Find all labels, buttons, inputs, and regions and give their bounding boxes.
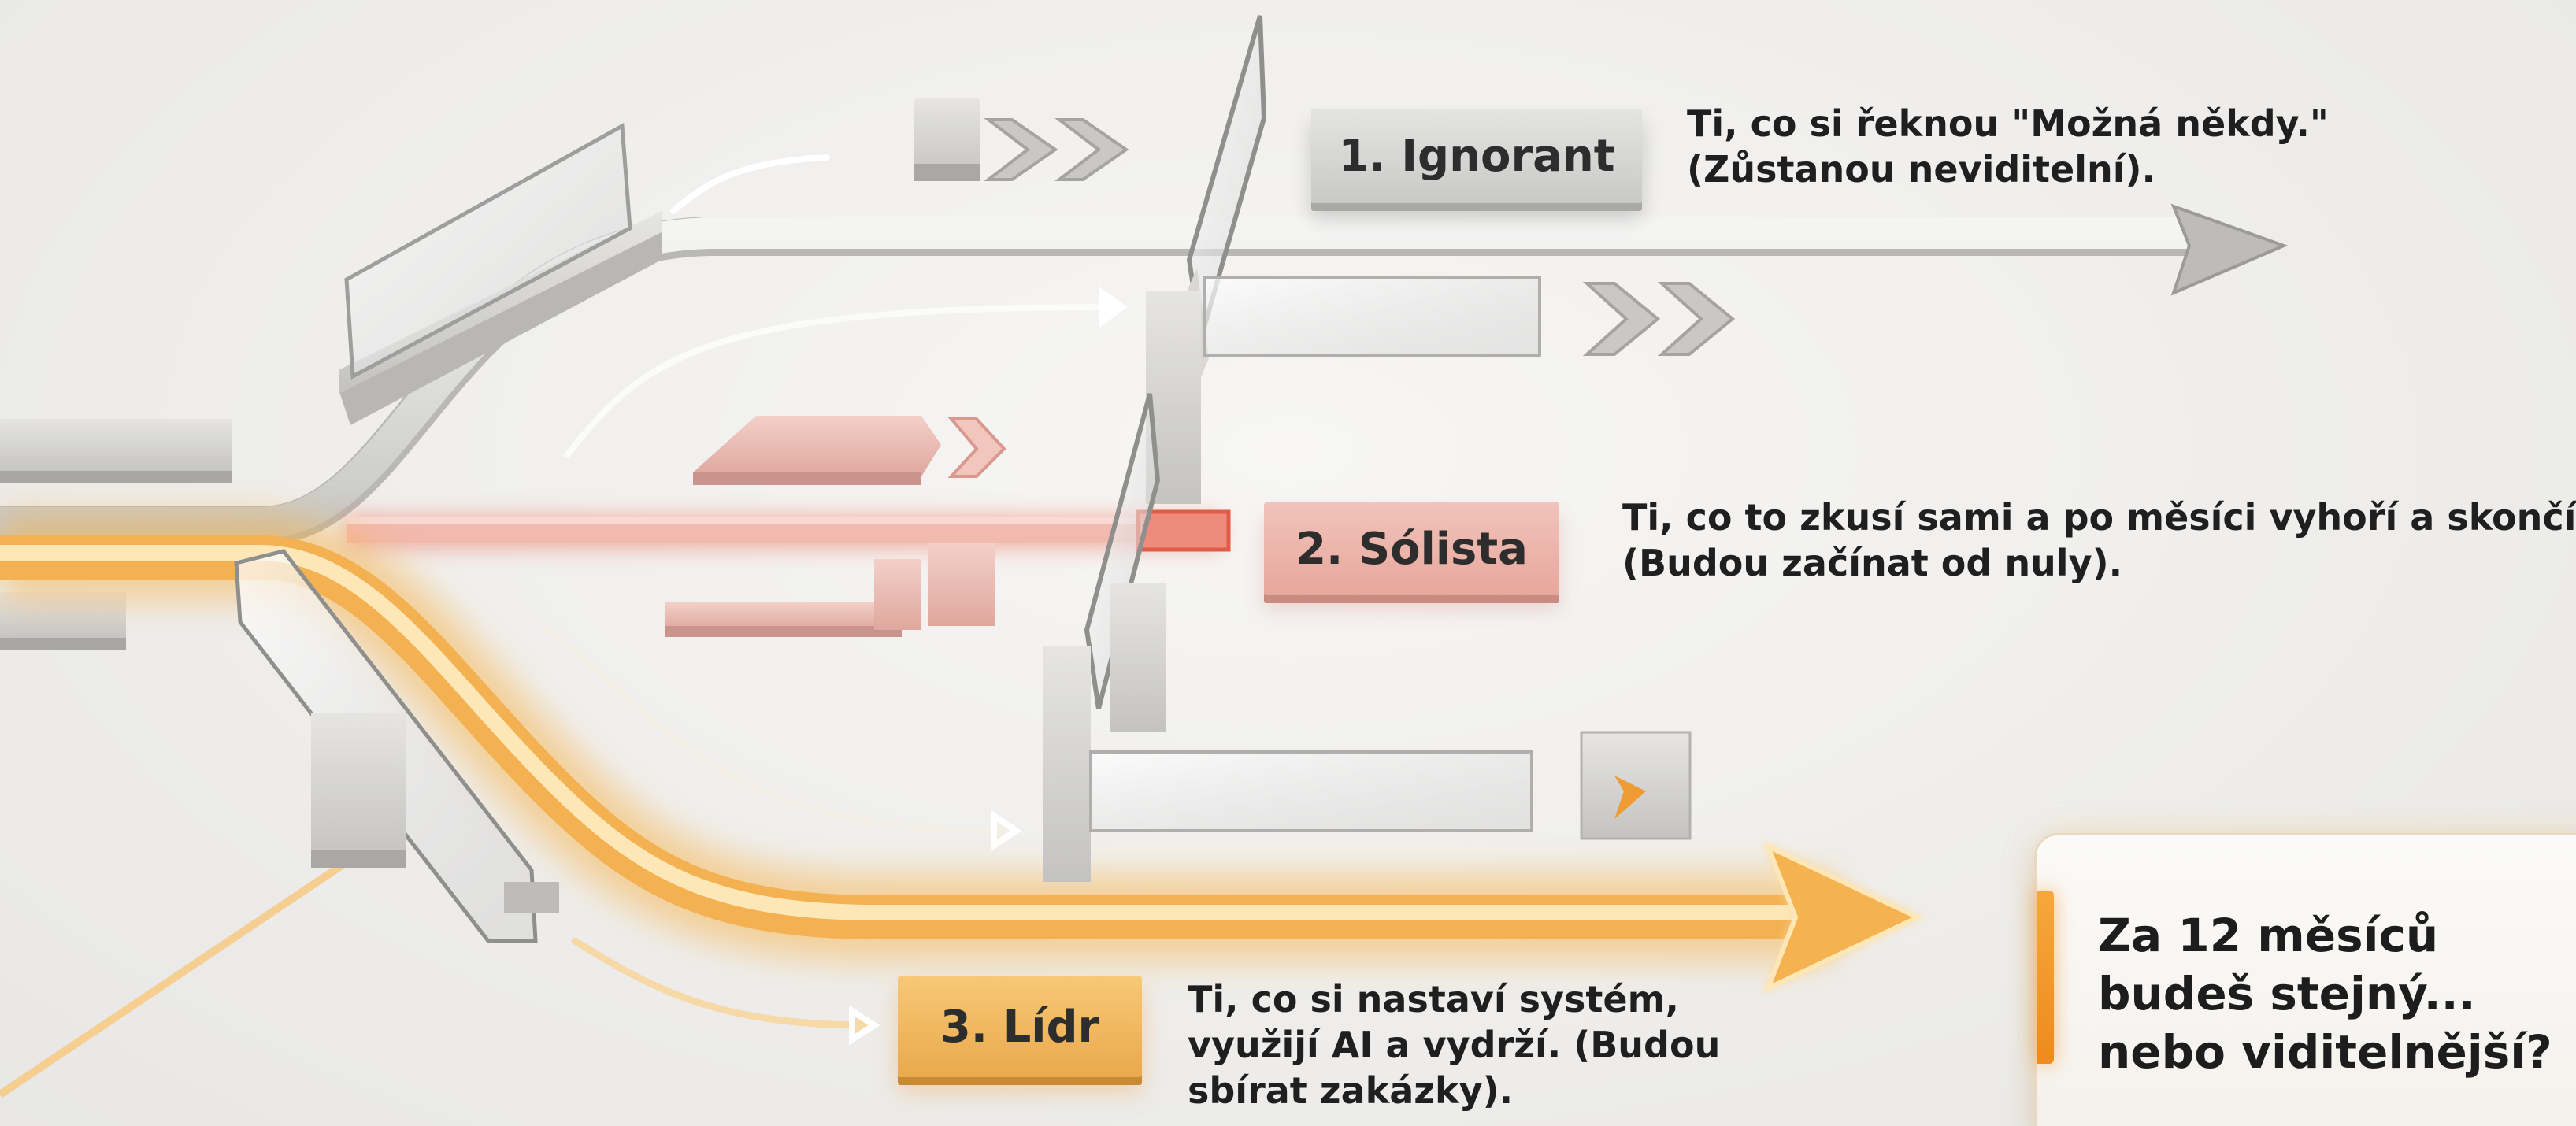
question-card: Za 12 měsíců budeš stejný... nebo vidite… [2034,833,2576,1126]
arrow-box [1580,731,1692,840]
path-label-ignorant: 1. Ignorant [1311,109,1642,203]
path-description-ignorant: Ti, co si řeknou "Možná někdy." (Zůstano… [1687,102,2329,191]
path-label-lidr: 3. Lídr [898,976,1142,1077]
path-label-solista: 2. Sólista [1264,502,1559,595]
glass-barrier-lowerleft [234,549,559,943]
path-description-lidr: Ti, co si nastaví systém, využijí AI a v… [1188,978,1721,1112]
track-solista [347,509,1231,552]
track-lidr [0,514,1926,1098]
guide-lines [540,154,1128,1046]
glass-barrier-topleft [339,122,662,425]
ignorant-chevrons [914,98,1736,356]
solista-blocks [665,416,1006,637]
path-description-solista: Ti, co to zkusí sami a po měsíci vyhoří … [1622,496,2576,584]
question-text: Za 12 měsíců budeš stejný... nebo vidite… [2098,909,2552,1079]
question-accent-bar [2037,891,2054,1064]
central-glass-wall [1043,15,1541,882]
left-stub-blocks [0,419,232,650]
